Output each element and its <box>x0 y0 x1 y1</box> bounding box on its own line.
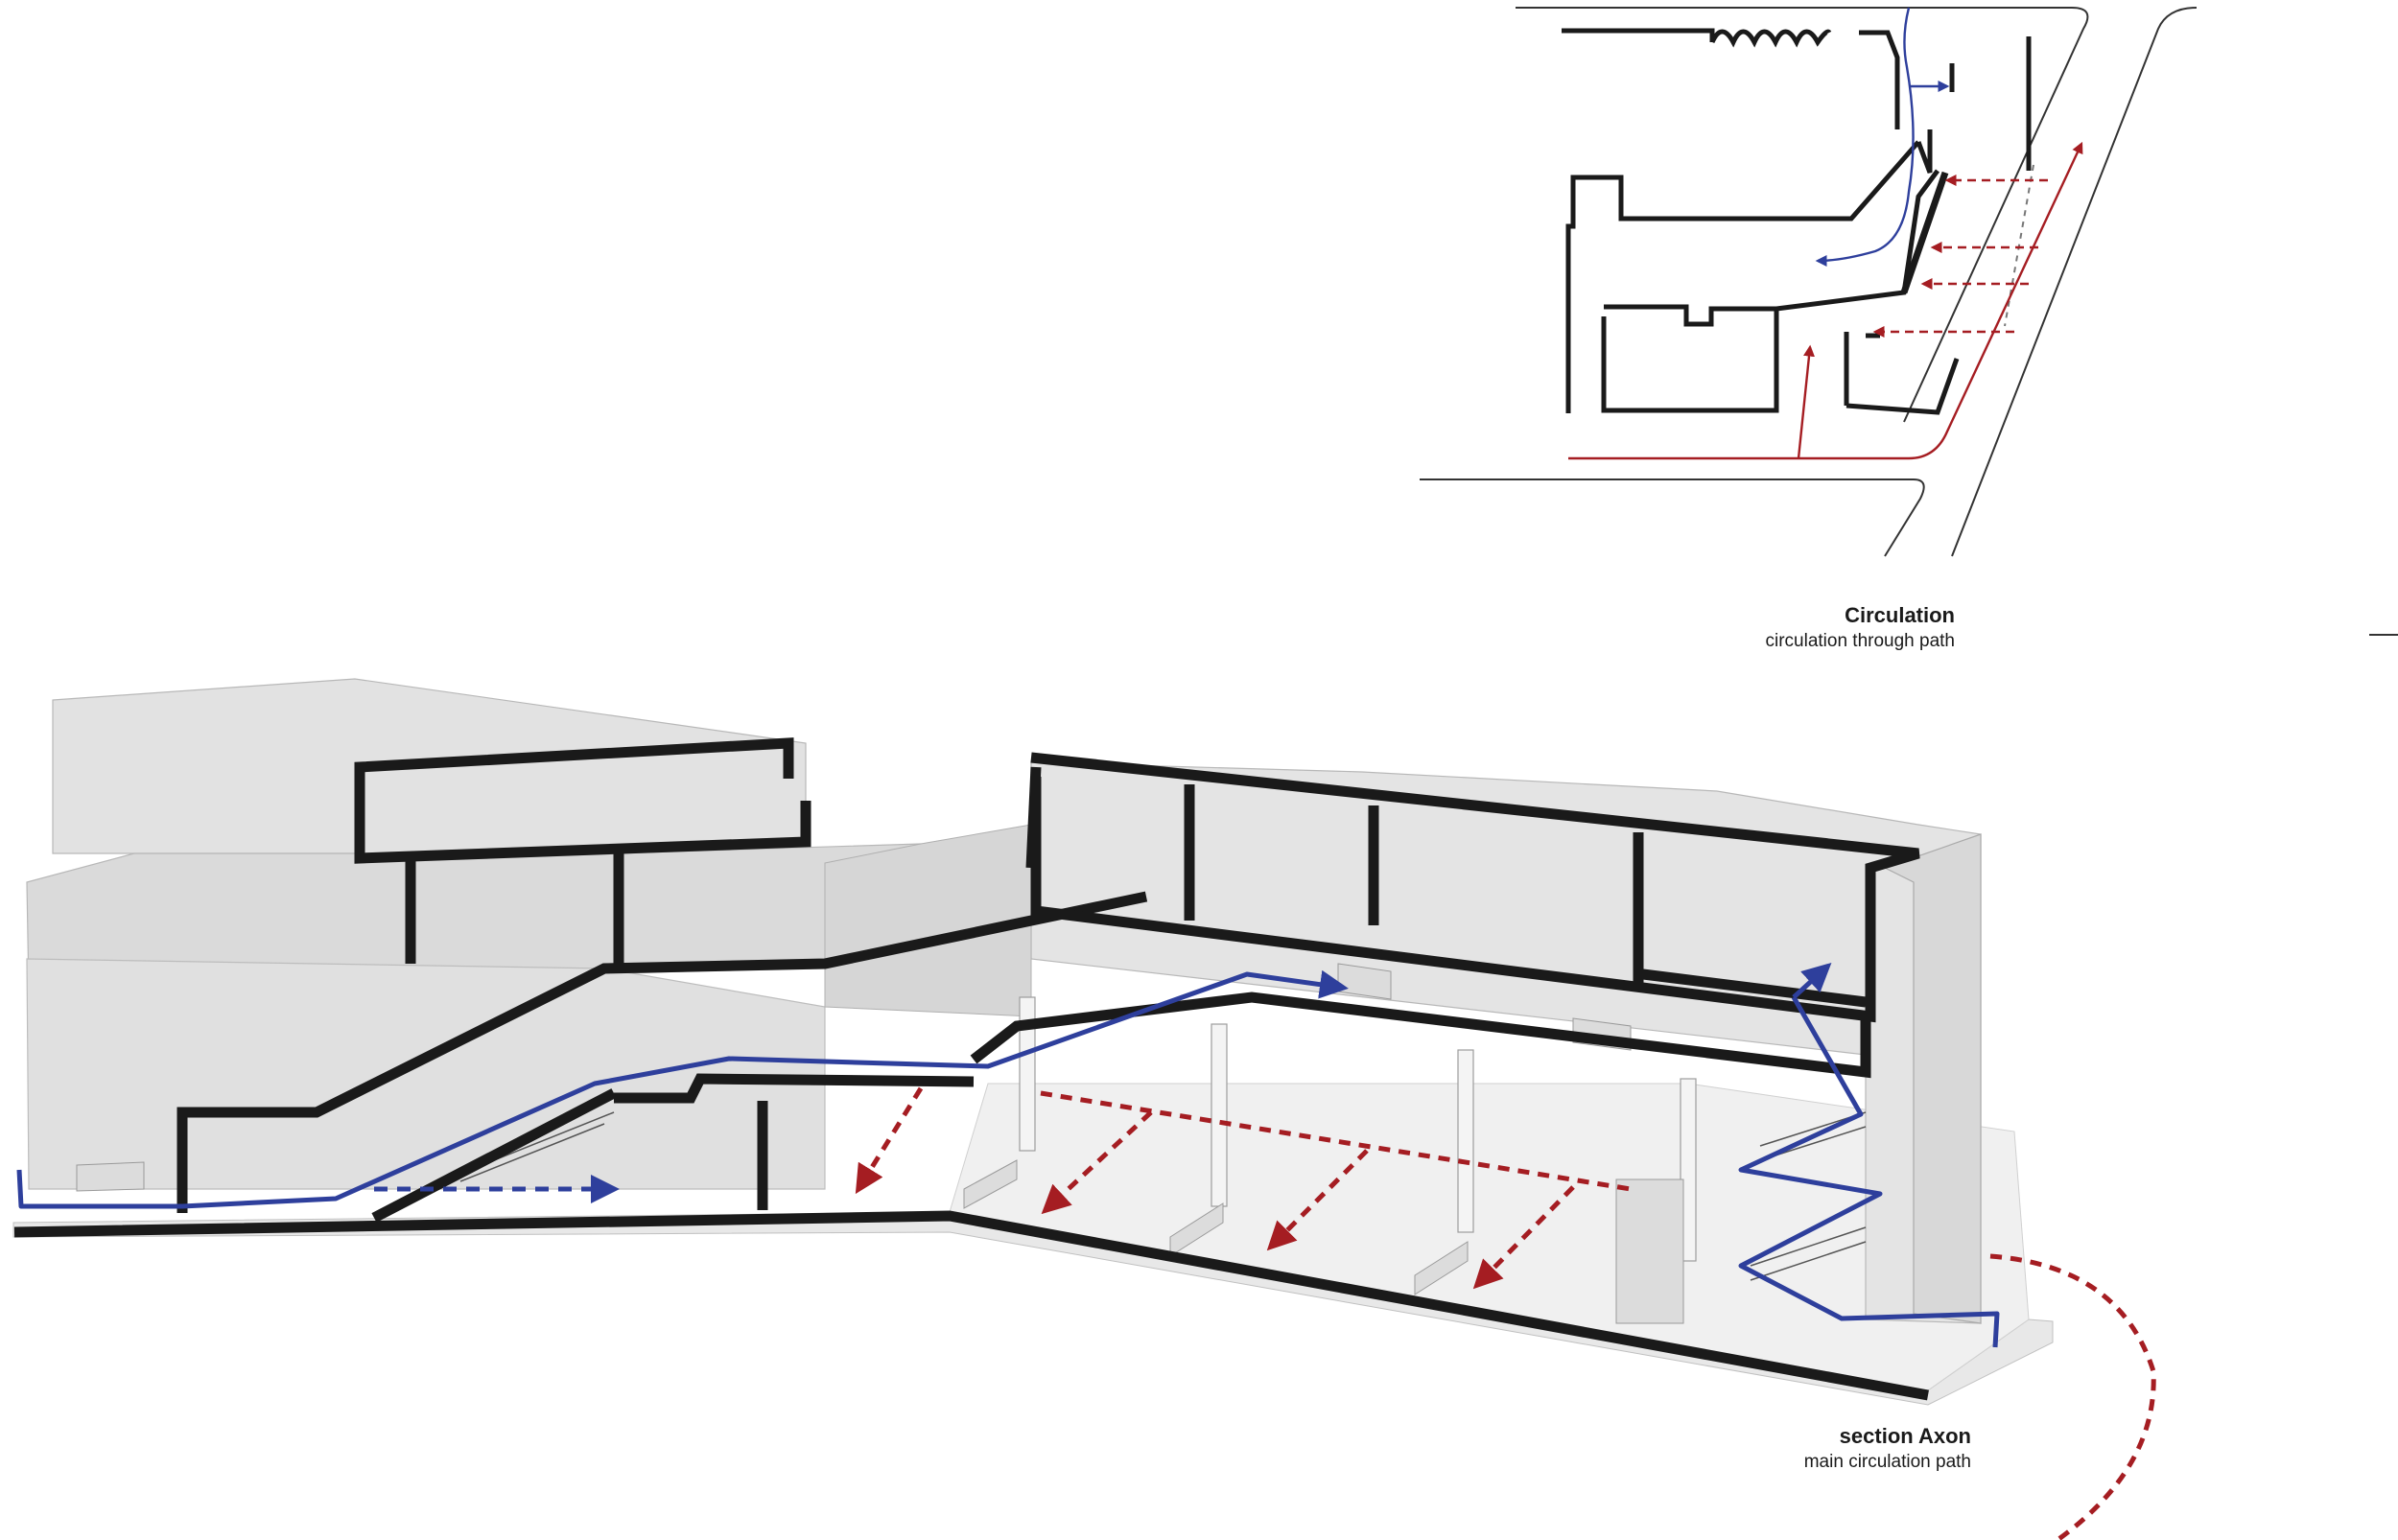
site-street-lines <box>1420 7 2198 557</box>
plan-diagram-subtitle: circulation through path <box>1765 631 1955 651</box>
section-axon-caption: section Axon main circulation path <box>1804 1423 1971 1475</box>
plan-diagram-caption: Circulation circulation through path <box>1765 602 1955 654</box>
plan-public-entry-arrows <box>1872 175 2048 338</box>
section-axon-subtitle: main circulation path <box>1803 1452 1971 1472</box>
site-plan <box>1420 7 2198 557</box>
plan-facade-glazing-line <box>2004 164 2034 327</box>
plan-facade-heavy-wall <box>1900 171 1949 294</box>
section-axon-title: section Axon <box>1839 1424 1971 1448</box>
stair-tower <box>1883 833 1982 1324</box>
section-internal-circulation <box>16 962 2000 1348</box>
section-public-circulation <box>855 1086 2156 1540</box>
section-axon <box>12 678 2156 1540</box>
plan-diagram-title: Circulation <box>1845 603 1955 627</box>
columns <box>1019 996 1697 1262</box>
plan-internal-circulation <box>1815 7 1950 267</box>
mid-volume-left <box>26 958 826 1190</box>
section-cut-walls <box>13 737 1929 1401</box>
plan-public-circulation <box>1568 141 2083 460</box>
plan-walls <box>1562 28 2032 415</box>
